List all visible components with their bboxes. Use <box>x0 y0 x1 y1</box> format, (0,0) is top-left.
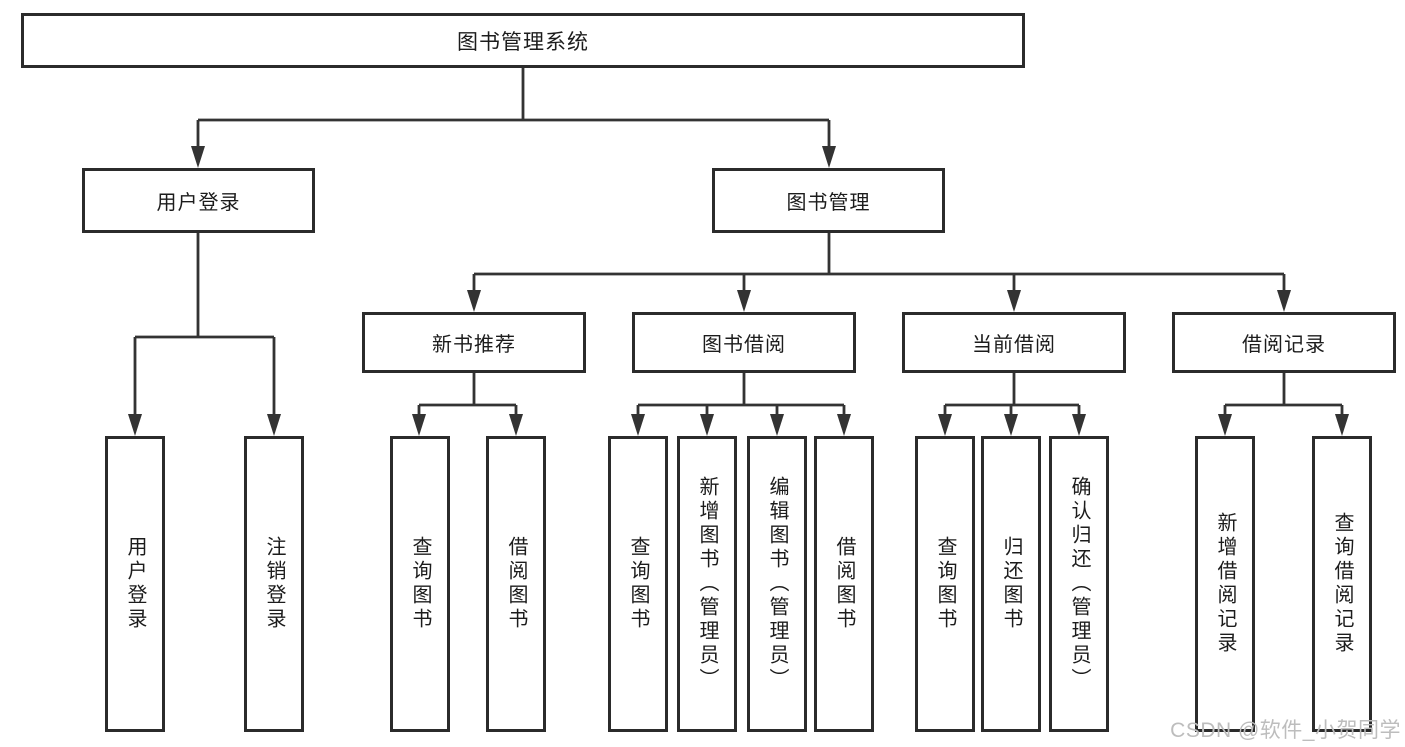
arrowhead-down-icon <box>509 414 523 436</box>
arrowhead-down-icon <box>191 146 205 168</box>
arrowhead-down-icon <box>1277 290 1291 312</box>
node-label: 用户登录 <box>124 536 146 632</box>
arrowhead-down-icon <box>837 414 851 436</box>
node-user-login: 用户登录 <box>82 168 315 233</box>
node-label: 用户登录 <box>156 192 241 214</box>
node-leaf-logout: 注销登录 <box>244 436 304 732</box>
node-book-borrow: 图书借阅 <box>632 312 856 373</box>
arrowheads <box>128 146 1349 436</box>
edge-current-borrow <box>943 373 1081 418</box>
node-root: 图书管理系统 <box>21 13 1025 68</box>
node-label: 新增借阅记录 <box>1214 512 1236 656</box>
arrowhead-down-icon <box>467 290 481 312</box>
arrowhead-down-icon <box>938 414 952 436</box>
node-current-borrow: 当前借阅 <box>902 312 1126 373</box>
node-label: 查询借阅记录 <box>1331 512 1353 656</box>
node-label: 新增图书（管理员） <box>696 476 718 692</box>
arrowhead-down-icon <box>1335 414 1349 436</box>
node-label: 图书借阅 <box>702 334 786 356</box>
node-new-book-recommend: 新书推荐 <box>362 312 586 373</box>
arrowhead-down-icon <box>1072 414 1086 436</box>
node-label: 图书管理 <box>786 192 871 214</box>
node-label: 新书推荐 <box>432 334 516 356</box>
csdn-watermark: CSDN @软件_小贺同学 <box>1170 719 1401 742</box>
node-leaf-query-borrow-record: 查询借阅记录 <box>1312 436 1372 732</box>
arrowhead-down-icon <box>1007 290 1021 312</box>
node-label: 归还图书 <box>1000 536 1022 632</box>
arrowhead-down-icon <box>267 414 281 436</box>
node-label: 查询图书 <box>627 536 649 632</box>
node-book-management: 图书管理 <box>712 168 945 233</box>
node-label: 图书管理系统 <box>457 30 589 54</box>
node-leaf-query-books-1: 查询图书 <box>390 436 450 732</box>
edge-book-management <box>472 233 1286 294</box>
arrowhead-down-icon <box>700 414 714 436</box>
node-label: 借阅图书 <box>505 536 527 632</box>
arrowhead-down-icon <box>412 414 426 436</box>
node-label: 借阅记录 <box>1242 334 1326 356</box>
edge-book-borrow <box>636 373 846 418</box>
node-label: 当前借阅 <box>972 334 1056 356</box>
node-label: 编辑图书（管理员） <box>766 476 788 692</box>
arrowhead-down-icon <box>737 290 751 312</box>
node-leaf-query-books-3: 查询图书 <box>915 436 975 732</box>
node-leaf-add-book-admin: 新增图书（管理员） <box>677 436 737 732</box>
node-label: 借阅图书 <box>833 536 855 632</box>
node-leaf-add-borrow-record: 新增借阅记录 <box>1195 436 1255 732</box>
node-label: 查询图书 <box>409 536 431 632</box>
node-leaf-borrow-books-2: 借阅图书 <box>814 436 874 732</box>
edge-new-book-recommend <box>417 373 518 418</box>
arrowhead-down-icon <box>1218 414 1232 436</box>
node-borrow-records: 借阅记录 <box>1172 312 1396 373</box>
arrowhead-down-icon <box>822 146 836 168</box>
node-leaf-user-login: 用户登录 <box>105 436 165 732</box>
edge-user-login <box>133 233 276 418</box>
node-leaf-edit-book-admin: 编辑图书（管理员） <box>747 436 807 732</box>
node-label: 查询图书 <box>934 536 956 632</box>
arrowhead-down-icon <box>770 414 784 436</box>
edge-borrow-records <box>1223 373 1344 418</box>
arrowhead-down-icon <box>128 414 142 436</box>
node-leaf-borrow-books-1: 借阅图书 <box>486 436 546 732</box>
node-leaf-query-books-2: 查询图书 <box>608 436 668 732</box>
node-label: 确认归还（管理员） <box>1068 476 1090 692</box>
node-leaf-confirm-return-admin: 确认归还（管理员） <box>1049 436 1109 732</box>
node-label: 注销登录 <box>263 536 285 632</box>
edge-root <box>196 68 831 150</box>
arrowhead-down-icon <box>1004 414 1018 436</box>
node-leaf-return-book: 归还图书 <box>981 436 1041 732</box>
arrowhead-down-icon <box>631 414 645 436</box>
